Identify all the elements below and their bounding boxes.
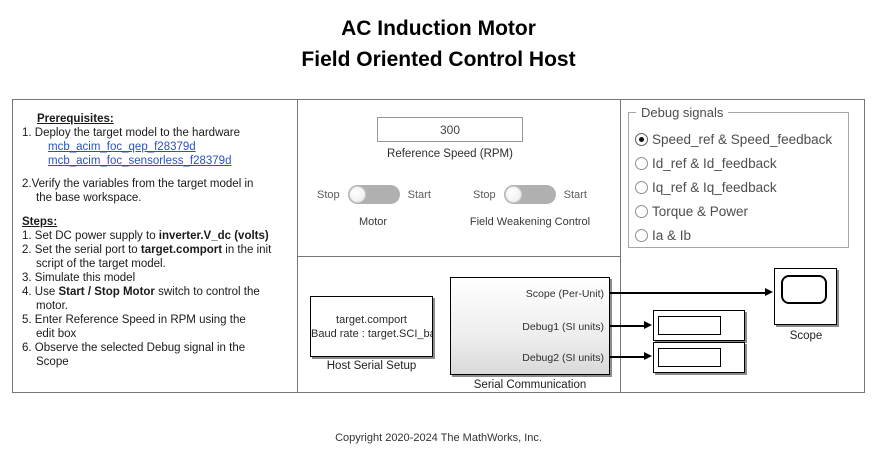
arrowhead-icon (644, 321, 652, 329)
host-serial-setup-line2: Baud rate : target.SCI_baud_rate (311, 327, 432, 340)
spacer (22, 168, 296, 177)
host-serial-setup-line1: target.comport (336, 313, 407, 326)
field-weakening-switch-stop-label: Stop (473, 188, 496, 201)
step-2-bold: target.comport (140, 244, 223, 256)
step-4-cont: motor. (36, 300, 68, 312)
prerequisite-item-2-cont: the base workspace. (36, 192, 142, 204)
step-2-text: 2. Set the serial port to (22, 244, 141, 256)
step-6-cont: Scope (36, 356, 69, 368)
prerequisite-link-line-1: mcb_acim_foc_qep_f28379d (22, 140, 296, 154)
step-1-text: 1. Set DC power supply to (22, 230, 159, 242)
step-5: 5. Enter Reference Speed in RPM using th… (22, 314, 246, 326)
step-2-text-post: in the init (222, 244, 272, 256)
step-4-bold: Start / Stop Motor (58, 286, 155, 298)
arrowhead-icon (644, 352, 652, 360)
motor-switch[interactable] (347, 185, 400, 204)
host-serial-setup-caption: Host Serial Setup (326, 360, 417, 372)
step-2-cont: script of the target model. (36, 258, 166, 270)
step-1-bold: inverter.V_dc (volts) (158, 230, 269, 242)
display-block-debug1[interactable] (653, 310, 745, 341)
model-title-line1: AC Induction Motor (341, 17, 536, 40)
instructions-panel: Prerequisites: 1. Deploy the target mode… (22, 112, 296, 369)
step-4: 4. Use Start / Stop Motor switch to cont… (22, 285, 296, 299)
debug-signals-list: Speed_ref & Speed_feedback Id_ref & Id_f… (629, 113, 848, 243)
debug-radio-label: Id_ref & Id_feedback (652, 156, 777, 171)
debug-signals-group: Debug signals Speed_ref & Speed_feedback… (628, 105, 849, 248)
debug-radio-option-2[interactable]: Iq_ref & Iq_feedback (635, 180, 848, 195)
step-4-text-post: switch to control the (154, 286, 260, 298)
divider-middle-horizontal (297, 256, 620, 257)
spacer (22, 205, 296, 215)
scope-caption: Scope (789, 330, 823, 342)
step-4-text: 4. Use (22, 286, 59, 298)
step-2: 2. Set the serial port to target.comport… (22, 243, 296, 257)
debug-signals-legend: Debug signals (636, 105, 729, 120)
reference-speed-label: Reference Speed (RPM) (387, 148, 513, 160)
step-3: 3. Simulate this model (22, 272, 136, 284)
field-weakening-switch-caption: Field Weakening Control (469, 216, 591, 228)
step-6: 6. Observe the selected Debug signal in … (22, 342, 246, 354)
copyright-text: Copyright 2020-2024 The MathWorks, Inc. (335, 432, 542, 444)
port-label-scope: Scope (Per-Unit) (525, 288, 604, 300)
scope-screen-icon (781, 275, 827, 304)
steps-heading: Steps: (22, 216, 58, 228)
radio-button-icon[interactable] (635, 181, 648, 194)
prerequisite-link-line-2: mcb_acim_foc_sensorless_f28379d (22, 154, 296, 168)
debug-radio-option-1[interactable]: Id_ref & Id_feedback (635, 156, 848, 171)
serial-communication-caption: Serial Communication (473, 379, 587, 391)
host-serial-setup-block[interactable]: target.comport Baud rate : target.SCI_ba… (310, 296, 433, 357)
signal-line-debug1 (610, 325, 645, 327)
signal-line-scope (610, 292, 766, 294)
main-panel: Prerequisites: 1. Deploy the target mode… (12, 99, 865, 393)
scope-block[interactable] (774, 268, 837, 325)
port-label-debug1: Debug1 (SI units) (522, 321, 604, 333)
motor-switch-start-label: Start (407, 188, 431, 201)
motor-switch-row: Stop Start (317, 185, 431, 204)
divider-left-column (297, 100, 298, 392)
model-title-line2: Field Oriented Control Host (301, 48, 576, 71)
debug-radio-label: Torque & Power (652, 204, 749, 219)
field-weakening-switch-knob[interactable] (504, 186, 522, 203)
step-1: 1. Set DC power supply to inverter.V_dc … (22, 229, 296, 243)
debug-radio-option-4[interactable]: Ia & Ib (635, 228, 848, 243)
radio-button-icon[interactable] (635, 157, 648, 170)
model-link-sensorless[interactable]: mcb_acim_foc_sensorless_f28379d (48, 155, 232, 167)
motor-switch-caption: Motor (358, 216, 388, 228)
step-5-cont: edit box (36, 328, 77, 340)
debug-radio-label: Speed_ref & Speed_feedback (652, 132, 833, 147)
debug-radio-option-0[interactable]: Speed_ref & Speed_feedback (635, 132, 848, 147)
radio-button-icon[interactable] (635, 133, 648, 146)
radio-button-icon[interactable] (635, 229, 648, 242)
debug-radio-label: Iq_ref & Iq_feedback (652, 180, 777, 195)
reference-speed-input[interactable] (377, 117, 523, 142)
display-value-box (658, 316, 721, 335)
display-block-debug2[interactable] (653, 342, 745, 373)
model-title: AC Induction Motor Field Oriented Contro… (0, 13, 877, 75)
motor-switch-stop-label: Stop (317, 188, 340, 201)
radio-button-icon[interactable] (635, 205, 648, 218)
field-weakening-switch-start-label: Start (563, 188, 587, 201)
motor-switch-knob[interactable] (348, 186, 366, 203)
prerequisites-heading: Prerequisites: (37, 113, 114, 125)
model-link-qep[interactable]: mcb_acim_foc_qep_f28379d (48, 141, 196, 153)
prerequisite-item-2: 2.Verify the variables from the target m… (22, 178, 254, 190)
prerequisite-item-1: 1. Deploy the target model to the hardwa… (22, 127, 240, 139)
signal-line-debug2 (610, 356, 645, 358)
display-value-box (658, 348, 721, 367)
divider-right-column (620, 100, 621, 392)
serial-communication-block[interactable]: Scope (Per-Unit) Debug1 (SI units) Debug… (450, 277, 610, 375)
arrowhead-icon (765, 288, 773, 296)
field-weakening-switch-row: Stop Start (473, 185, 587, 204)
port-label-debug2: Debug2 (SI units) (522, 352, 604, 364)
debug-radio-label: Ia & Ib (652, 228, 692, 243)
field-weakening-switch[interactable] (503, 185, 556, 204)
debug-radio-option-3[interactable]: Torque & Power (635, 204, 848, 219)
